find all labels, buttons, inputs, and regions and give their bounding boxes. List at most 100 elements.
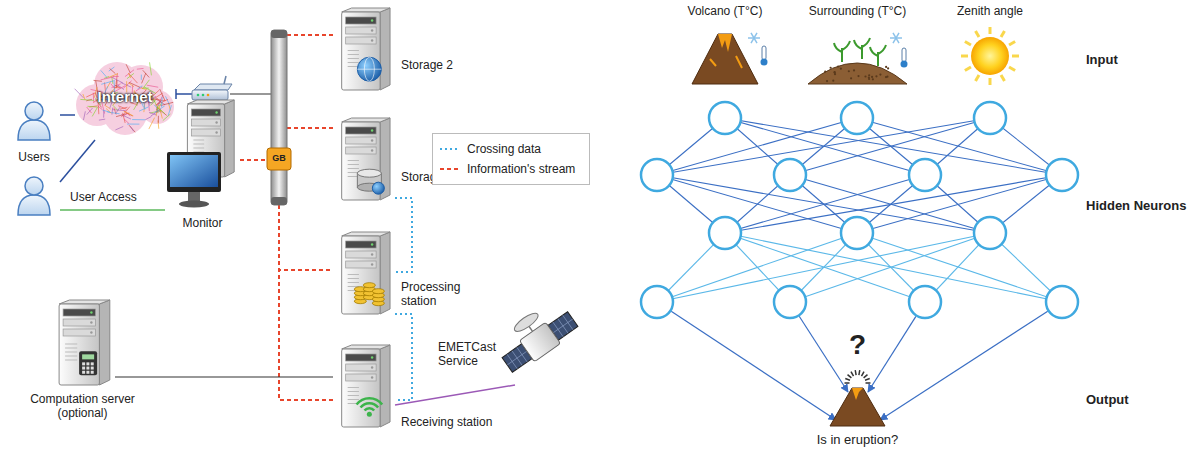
connector-line xyxy=(279,205,333,270)
synapse-line xyxy=(790,118,990,175)
synapse-line xyxy=(857,175,1062,233)
connector-line xyxy=(60,209,165,211)
legend-line-sample xyxy=(439,144,461,154)
synapse-line xyxy=(657,233,990,302)
storage-server: Storage 1 xyxy=(333,118,395,203)
storage-server: Storage 2 xyxy=(333,8,395,93)
node-label: Storage 2 xyxy=(401,58,453,72)
gigabit-switch: GB xyxy=(271,30,287,205)
node-label: EMETCast Service xyxy=(438,340,498,369)
legend-line-sample xyxy=(439,164,461,174)
neuron-circle xyxy=(1046,286,1078,318)
connector-line xyxy=(395,314,412,400)
internet-cloud: Internet xyxy=(75,55,175,140)
disk-badge xyxy=(357,169,384,194)
neuron-circle xyxy=(974,102,1006,134)
connector-line xyxy=(60,140,95,182)
node-label: ? xyxy=(800,328,915,362)
synapse-line xyxy=(790,233,990,302)
input-volcano: Volcano (T°C) xyxy=(670,4,780,86)
legend-text: Information's stream xyxy=(467,162,575,176)
neuron-circle xyxy=(974,217,1006,249)
node-label: Users xyxy=(8,150,60,164)
output-arrow xyxy=(799,316,848,392)
legend-row: Information's stream xyxy=(439,159,583,179)
node-label: GB xyxy=(267,153,291,164)
synapse-line xyxy=(657,118,990,175)
synapse-line xyxy=(725,233,1062,302)
connector-line xyxy=(240,159,271,161)
wifi-badge xyxy=(357,398,383,417)
connector-line xyxy=(287,127,333,129)
user-icon xyxy=(18,102,50,140)
node-label: Internet xyxy=(75,88,175,106)
calc-badge xyxy=(79,351,97,375)
server-icon xyxy=(333,232,395,317)
snowflake-symbol xyxy=(748,33,760,43)
server-icon xyxy=(333,345,395,430)
sat-icon xyxy=(500,300,580,385)
legend-text: Crossing data xyxy=(467,142,541,156)
thermometer-symbol xyxy=(761,46,768,66)
user-icon xyxy=(18,177,50,215)
receiving-server: Receiving station xyxy=(333,345,395,430)
connector-line xyxy=(287,34,333,36)
input-surrounding: Surrounding (T°C) xyxy=(800,4,915,86)
node-caption: Is in eruption? xyxy=(790,432,925,448)
node-label: Receiving station xyxy=(401,415,492,429)
connector-line xyxy=(395,198,412,272)
neuron-circle xyxy=(909,286,941,318)
neuron-circle xyxy=(641,159,673,191)
router-wires xyxy=(176,89,271,99)
output-volcano: ?Is in eruption? xyxy=(800,328,915,453)
synapse-line xyxy=(657,233,857,302)
connector-line xyxy=(279,205,333,400)
neuron-circle xyxy=(709,102,741,134)
connector-line xyxy=(115,376,333,377)
neuron-circle xyxy=(909,159,941,191)
output-arrow xyxy=(671,311,836,420)
connector-label: User Access xyxy=(68,190,139,204)
processing-server: Processing station xyxy=(333,232,395,317)
node-label: Monitor xyxy=(165,216,240,230)
output-arrow xyxy=(880,311,1048,420)
satellite: EMETCast Service xyxy=(500,300,580,385)
node-label: Computation server (optional) xyxy=(20,392,145,421)
synapse-line xyxy=(657,118,857,175)
neuron-circle xyxy=(709,217,741,249)
synapse-line xyxy=(657,175,990,233)
connector-line xyxy=(60,114,75,116)
gb-icon xyxy=(271,30,287,205)
thermometer-symbol xyxy=(901,48,908,68)
output-arrow xyxy=(868,316,916,392)
neuron-circle xyxy=(841,217,873,249)
user-icons: Users xyxy=(8,100,60,215)
legend-box: Crossing dataInformation's stream xyxy=(432,133,590,185)
server-icon xyxy=(333,8,395,93)
node-label: Surrounding (T°C) xyxy=(790,4,925,18)
layer-label: Input xyxy=(1086,52,1118,68)
legend-row: Crossing data xyxy=(439,139,583,159)
neuron-circle xyxy=(1046,159,1078,191)
snowflake-symbol xyxy=(890,33,902,43)
neuron-circle xyxy=(774,159,806,191)
synapse-line xyxy=(657,175,857,233)
neuron-circle xyxy=(774,286,806,318)
monitor-icon xyxy=(165,100,240,212)
input-sun: Zenith angle xyxy=(935,4,1045,86)
neuron-circle xyxy=(841,102,873,134)
connector-line xyxy=(395,385,515,405)
globe-badge xyxy=(357,57,381,81)
node-label: Volcano (T°C) xyxy=(660,4,790,18)
monitor-station: Monitor xyxy=(165,100,240,212)
layer-label: Output xyxy=(1086,392,1129,408)
layer-label: Hidden Neurons xyxy=(1086,198,1186,214)
neural-network xyxy=(641,102,1078,420)
neuron-circle xyxy=(641,286,673,318)
node-label: Processing station xyxy=(401,280,473,309)
node-label: Zenith angle xyxy=(925,4,1055,18)
coins-badge xyxy=(354,283,384,306)
